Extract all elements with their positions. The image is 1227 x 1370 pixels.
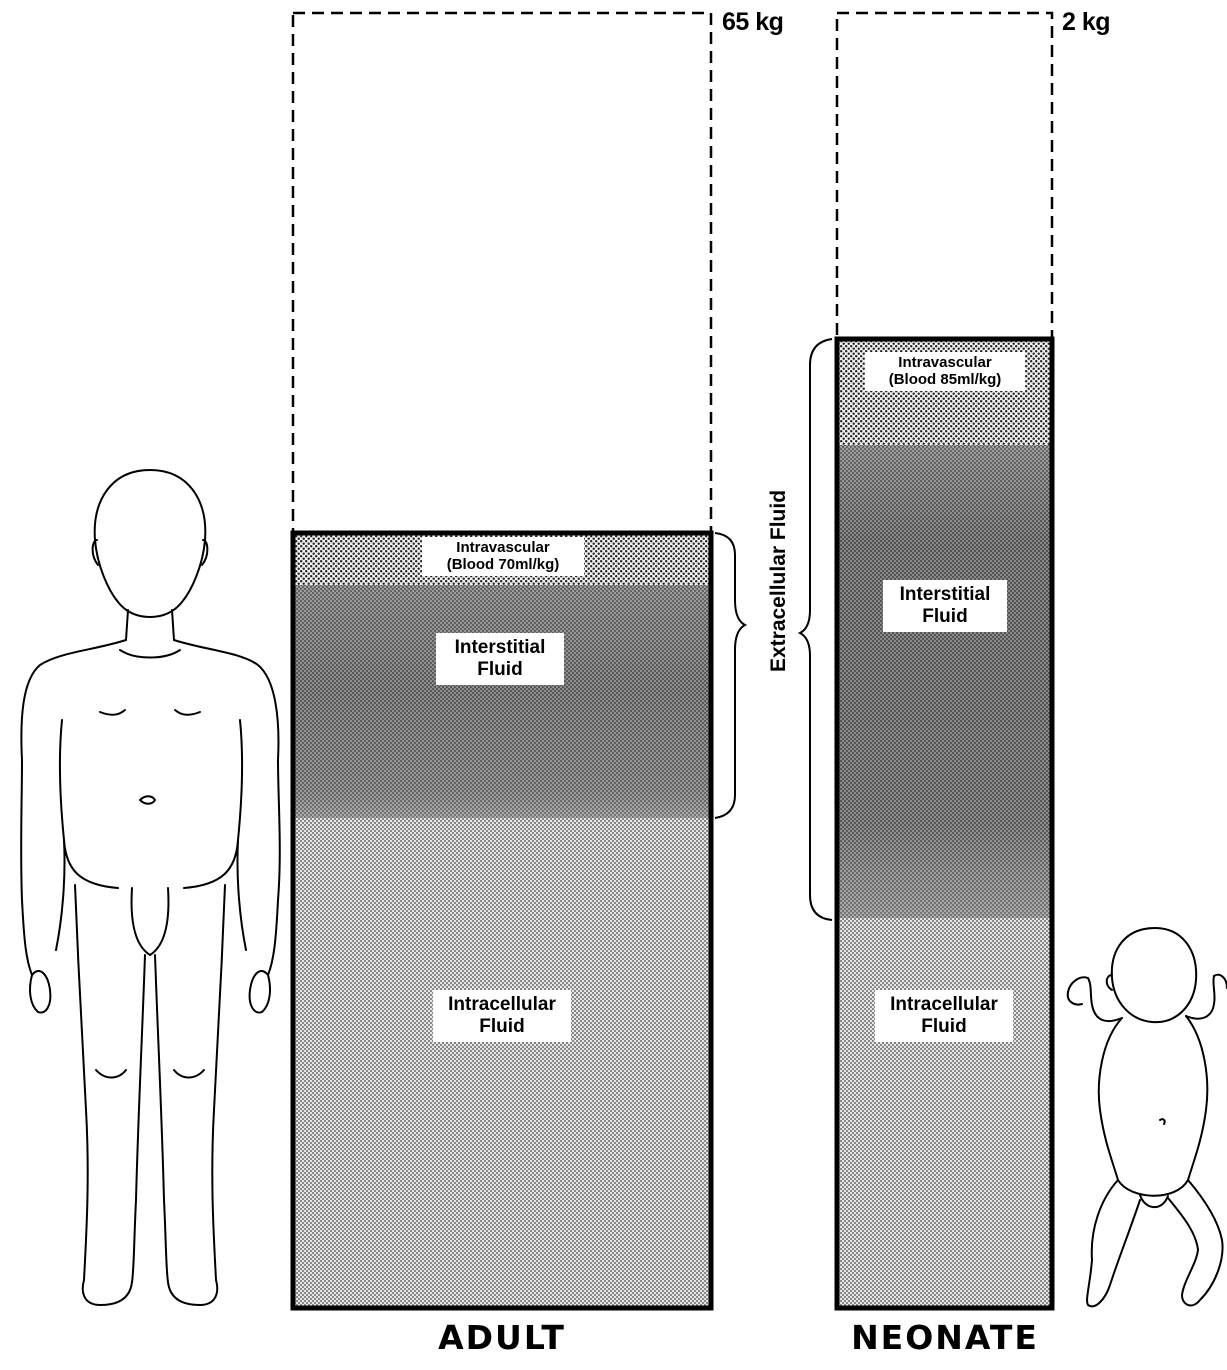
neonate-interstitial-line1: Interstitial — [883, 584, 1007, 606]
neonate-intracellular-region — [837, 918, 1052, 1308]
adult-intravascular-label: Intravascular (Blood 70ml/kg) — [422, 537, 584, 576]
adult-extracellular-brace — [715, 533, 745, 818]
adult-intracellular-line2: Fluid — [433, 1016, 571, 1038]
adult-intracellular-line1: Intracellular — [433, 994, 571, 1016]
adult-interstitial-line1: Interstitial — [436, 637, 564, 659]
neonate-figure-icon — [1068, 928, 1227, 1306]
neonate-intravascular-label: Intravascular (Blood 85ml/kg) — [865, 352, 1025, 391]
adult-intracellular-label: Intracellular Fluid — [433, 990, 571, 1042]
neonate-caption: NEONATE — [835, 1318, 1055, 1357]
adult-weight-label: 65 kg — [722, 8, 783, 37]
adult-intracellular-region — [293, 818, 711, 1308]
adult-figure-icon — [21, 470, 280, 1305]
neonate-interstitial-label: Interstitial Fluid — [883, 580, 1007, 632]
adult-intravascular-line2: (Blood 70ml/kg) — [422, 556, 584, 573]
neonate-extracellular-brace — [800, 339, 832, 920]
neonate-interstitial-line2: Fluid — [883, 606, 1007, 628]
adult-interstitial-line2: Fluid — [436, 659, 564, 681]
adult-caption: ADULT — [393, 1318, 611, 1357]
neonate-intravascular-line1: Intravascular — [865, 354, 1025, 371]
neonate-intracellular-line1: Intracellular — [875, 994, 1013, 1016]
neonate-intravascular-line2: (Blood 85ml/kg) — [865, 371, 1025, 388]
neonate-intracellular-label: Intracellular Fluid — [875, 990, 1013, 1042]
adult-intravascular-line1: Intravascular — [422, 539, 584, 556]
adult-interstitial-label: Interstitial Fluid — [436, 633, 564, 685]
adult-weight-dashed-box — [293, 13, 711, 533]
extracellular-fluid-label: Extracellular Fluid — [767, 481, 793, 681]
neonate-intracellular-line2: Fluid — [875, 1016, 1013, 1038]
neonate-weight-label: 2 kg — [1062, 8, 1110, 37]
neonate-column — [837, 13, 1052, 1308]
neonate-weight-dashed-box — [837, 13, 1052, 339]
